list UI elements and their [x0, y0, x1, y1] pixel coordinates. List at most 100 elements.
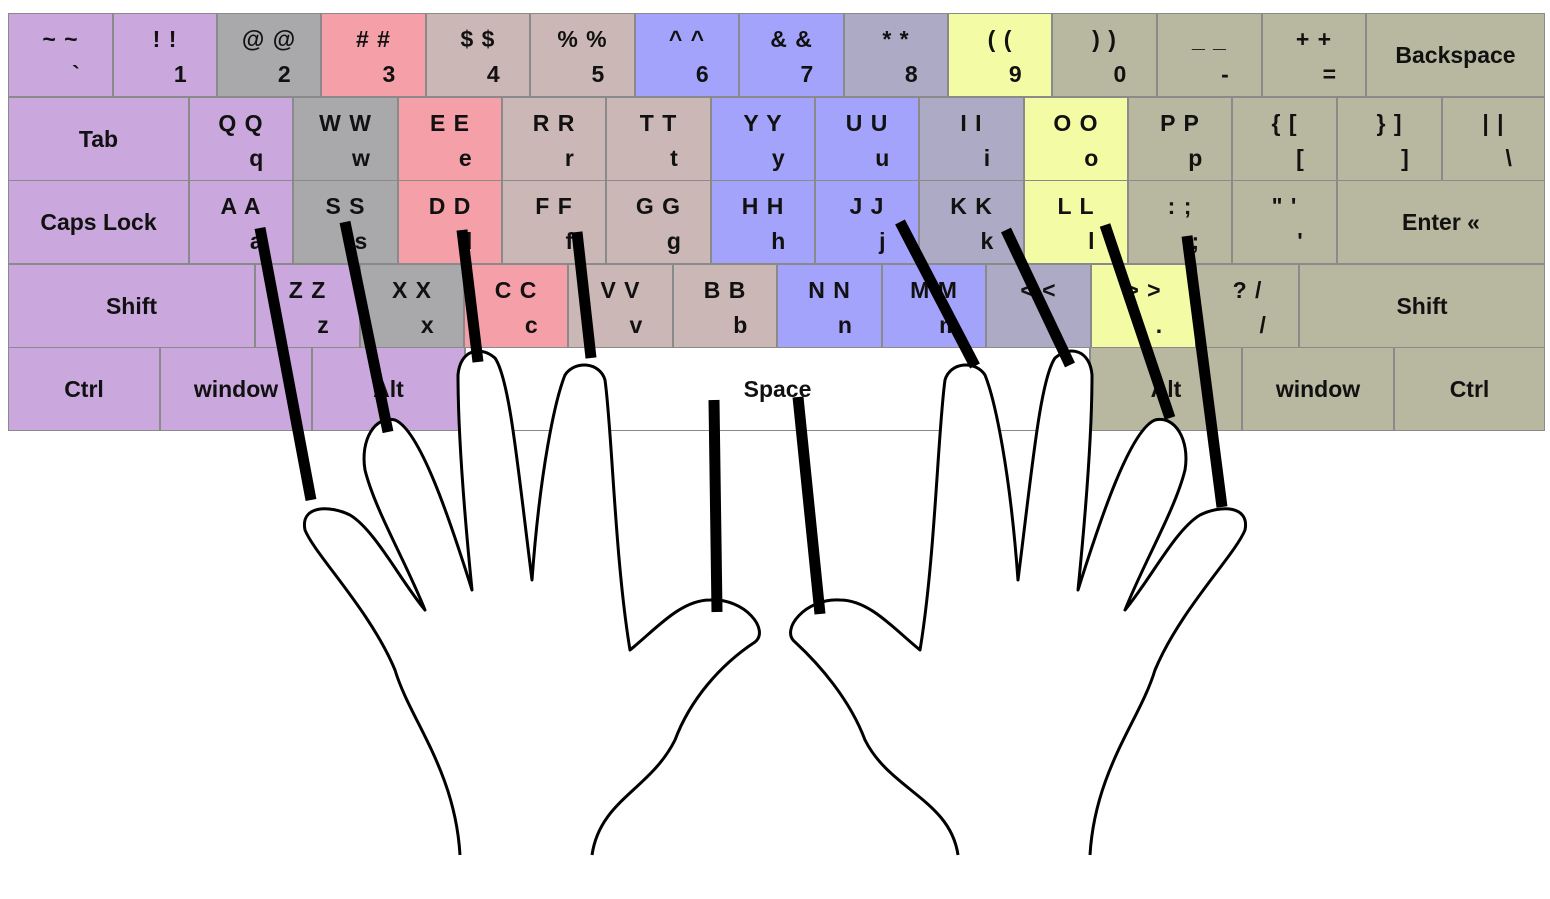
key-base-glyph: ' [1297, 228, 1303, 254]
key-base-glyph: s [354, 228, 368, 254]
key-label: Alt [1150, 375, 1182, 402]
key-shift-glyph: N N [808, 277, 851, 303]
key-shift-glyph: { [ [1271, 110, 1298, 136]
key-r2k10[interactable]: : ;; [1128, 180, 1232, 264]
key-q[interactable]: Q Q q [189, 97, 293, 181]
key-9[interactable]: ( (9 [948, 13, 1052, 97]
key-base-glyph: q [249, 145, 264, 171]
key-base-glyph: u [875, 145, 890, 171]
key-backspace[interactable]: Backspace [1366, 13, 1545, 97]
key-base-glyph: 2 [277, 61, 291, 87]
key-shift-glyph: K K [950, 193, 993, 219]
key-6[interactable]: ^ ^6 [635, 13, 739, 97]
key-base-glyph: w [352, 145, 370, 171]
key-base-glyph: g [666, 228, 681, 254]
key-r3k9[interactable]: > >. [1091, 264, 1196, 348]
key-base-glyph: d [458, 228, 473, 254]
key-shift-glyph: @ @ [241, 26, 297, 52]
key-r3k10[interactable]: ? // [1196, 264, 1299, 348]
key-r0k11[interactable]: _ _- [1157, 13, 1262, 97]
key-base-glyph: e [458, 145, 472, 171]
key-shift-glyph: : ; [1167, 193, 1193, 219]
key-0[interactable]: ) )0 [1052, 13, 1157, 97]
key-4[interactable]: $ $4 [426, 13, 530, 97]
key-shift-glyph: ( ( [987, 26, 1013, 52]
key-label: Ctrl [1449, 375, 1490, 402]
key-shift-glyph: U U [845, 110, 889, 136]
key-r2k11[interactable]: " ' ' [1232, 180, 1337, 264]
key-base-glyph: ` [72, 61, 80, 87]
key-alt[interactable]: Alt [1090, 347, 1242, 431]
key-base-glyph: x [420, 312, 434, 338]
key-label: Backspace [1395, 41, 1516, 68]
key-r3k8[interactable]: < <, [986, 264, 1091, 348]
key-enter[interactable]: Enter « [1337, 180, 1545, 264]
key-u[interactable]: U U u [815, 97, 919, 181]
key-3[interactable]: # #3 [321, 13, 426, 97]
key-shift-glyph: G G [635, 193, 682, 219]
key-base-glyph: p [1188, 145, 1203, 171]
key-base-glyph: r [564, 145, 574, 171]
key-shift[interactable]: Shift [1299, 264, 1545, 348]
key-shift-glyph: ? / [1232, 277, 1263, 303]
key-base-glyph: k [980, 228, 994, 254]
key-shift-glyph: M M [910, 277, 958, 303]
key-label: Shift [105, 292, 158, 319]
key-k[interactable]: K K k [919, 180, 1024, 264]
key-alt[interactable]: Alt [312, 347, 465, 431]
key-base-glyph: = [1322, 61, 1337, 87]
key-shift-glyph: Q Q [218, 110, 264, 136]
key-shift-glyph: P P [1160, 110, 1200, 136]
key-window[interactable]: window [1242, 347, 1394, 431]
key-2[interactable]: @ @ 2 [217, 13, 321, 97]
key-tab[interactable]: Tab [8, 97, 189, 181]
key-r1k12[interactable]: } ]] [1337, 97, 1442, 181]
key-label: window [193, 375, 279, 402]
key-1[interactable]: ! !1 [113, 13, 217, 97]
key-r0k0[interactable]: ~ ~` [8, 13, 113, 97]
key-shift-glyph: ) ) [1092, 26, 1117, 52]
key-space[interactable]: Space [465, 347, 1090, 431]
key-5[interactable]: % %5 [530, 13, 635, 97]
key-shift-glyph: Y Y [743, 110, 783, 136]
key-shift[interactable]: Shift [8, 264, 255, 348]
key-shift-glyph: + + [1295, 26, 1333, 52]
key-p[interactable]: P P p [1128, 97, 1232, 181]
key-base-glyph: 6 [695, 61, 709, 87]
key-shift-glyph: X X [391, 277, 433, 303]
key-x[interactable]: X X x [360, 264, 464, 348]
key-g[interactable]: G G g [606, 180, 711, 264]
key-window[interactable]: window [160, 347, 312, 431]
key-ctrl[interactable]: Ctrl [1394, 347, 1545, 431]
key-ctrl[interactable]: Ctrl [8, 347, 160, 431]
key-r0k12[interactable]: + + = [1262, 13, 1366, 97]
key-r1k13[interactable]: | |\ [1442, 97, 1545, 181]
key-shift-glyph: " ' [1271, 193, 1298, 219]
key-base-glyph: f [565, 228, 574, 254]
key-caps-lock[interactable]: Caps Lock [8, 180, 189, 264]
key-shift-glyph: # # [356, 26, 391, 52]
key-r1k11[interactable]: { [[ [1232, 97, 1337, 181]
key-7[interactable]: & &7 [739, 13, 844, 97]
key-8[interactable]: * *8 [844, 13, 948, 97]
